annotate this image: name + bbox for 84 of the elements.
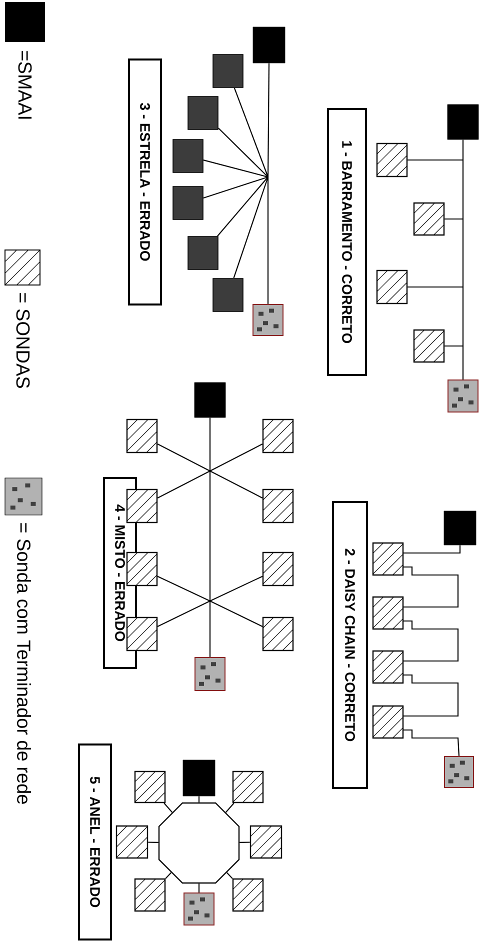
cable-line [267,177,269,304]
cable-line [209,601,211,657]
cable-line [403,620,459,662]
probe-box [126,552,158,586]
cable-line [403,729,460,756]
cable-line [234,88,269,178]
terminator-box [448,380,478,412]
probe-box [413,202,445,236]
probe-box [250,825,282,859]
cable-line [462,140,464,380]
probe-box [188,236,218,270]
title-box: 3 - ESTRELA - ERRADO [128,58,162,306]
terminator-box [184,892,214,926]
probe-box [232,878,264,912]
cable-line [157,470,210,498]
cable-line [210,470,263,498]
probe-box [212,54,244,88]
cable-line [403,545,461,554]
cable-line [164,802,173,813]
cable-line [267,63,270,177]
cable-line [218,128,268,178]
probe-box [172,186,204,220]
cable-line [157,576,210,602]
probe-box [134,770,166,804]
cable-line [198,884,200,892]
cable-line [209,471,211,601]
cable-line [408,286,463,288]
cable-line [225,802,234,813]
probe-box [372,705,404,739]
legend-text: =SMAAI [18,51,32,119]
probe-box [188,96,218,130]
title-box: 2 - DAISY CHAIN - CORRETO [332,501,368,789]
smaai-box [194,382,226,418]
probe-box [126,418,158,454]
probe-box [372,596,404,630]
smaai-box [444,510,476,546]
probe-box [413,329,445,363]
probe-box [262,616,294,652]
probe-box [372,542,404,576]
legend-text: = SONDAS [16,293,30,388]
legend-text: = Sonda com Terminador de rede [17,523,31,804]
probe-box [212,278,244,312]
probe-box [126,488,158,524]
cable-line [148,842,158,843]
cable-line [210,444,263,472]
cable-line [444,345,463,347]
probe-box [262,552,294,586]
cable-line [203,176,268,199]
probe-box [376,142,408,178]
smaai-box [447,104,479,140]
smaai-box [252,26,286,64]
cable-line [444,218,463,220]
cable-line [198,796,200,802]
terminator-box [444,756,474,788]
probe-box [232,770,264,804]
cable-line [165,872,172,879]
cable-line [210,576,263,602]
cable-line [403,566,459,608]
title-box: 5 - ANEL - ERRADO [78,744,112,941]
smaai-box [182,760,216,796]
cable-line [203,160,268,178]
cable-line [233,176,269,278]
cable-line [408,159,463,161]
cable-line [157,444,210,472]
probe-box [134,878,166,912]
cable-line [157,600,210,627]
title-box: 1 - BARRAMENTO - CORRETO [327,108,367,376]
probe-box [116,825,148,859]
terminator-box [194,657,226,691]
terminator-box [252,304,284,336]
ring [158,802,240,884]
title-box: 4 - MISTO - ERRADO [103,477,137,669]
cable-line [403,674,459,717]
cable-line [226,872,233,879]
probe-box [262,418,294,454]
probe-box [126,616,158,652]
probe-box [372,650,404,684]
cable-line [209,418,211,471]
cable-line [240,842,250,843]
cable-line [217,176,268,236]
probe-box [262,488,294,524]
probe-box [172,139,204,173]
cable-line [210,600,263,627]
probe-box [376,270,408,304]
